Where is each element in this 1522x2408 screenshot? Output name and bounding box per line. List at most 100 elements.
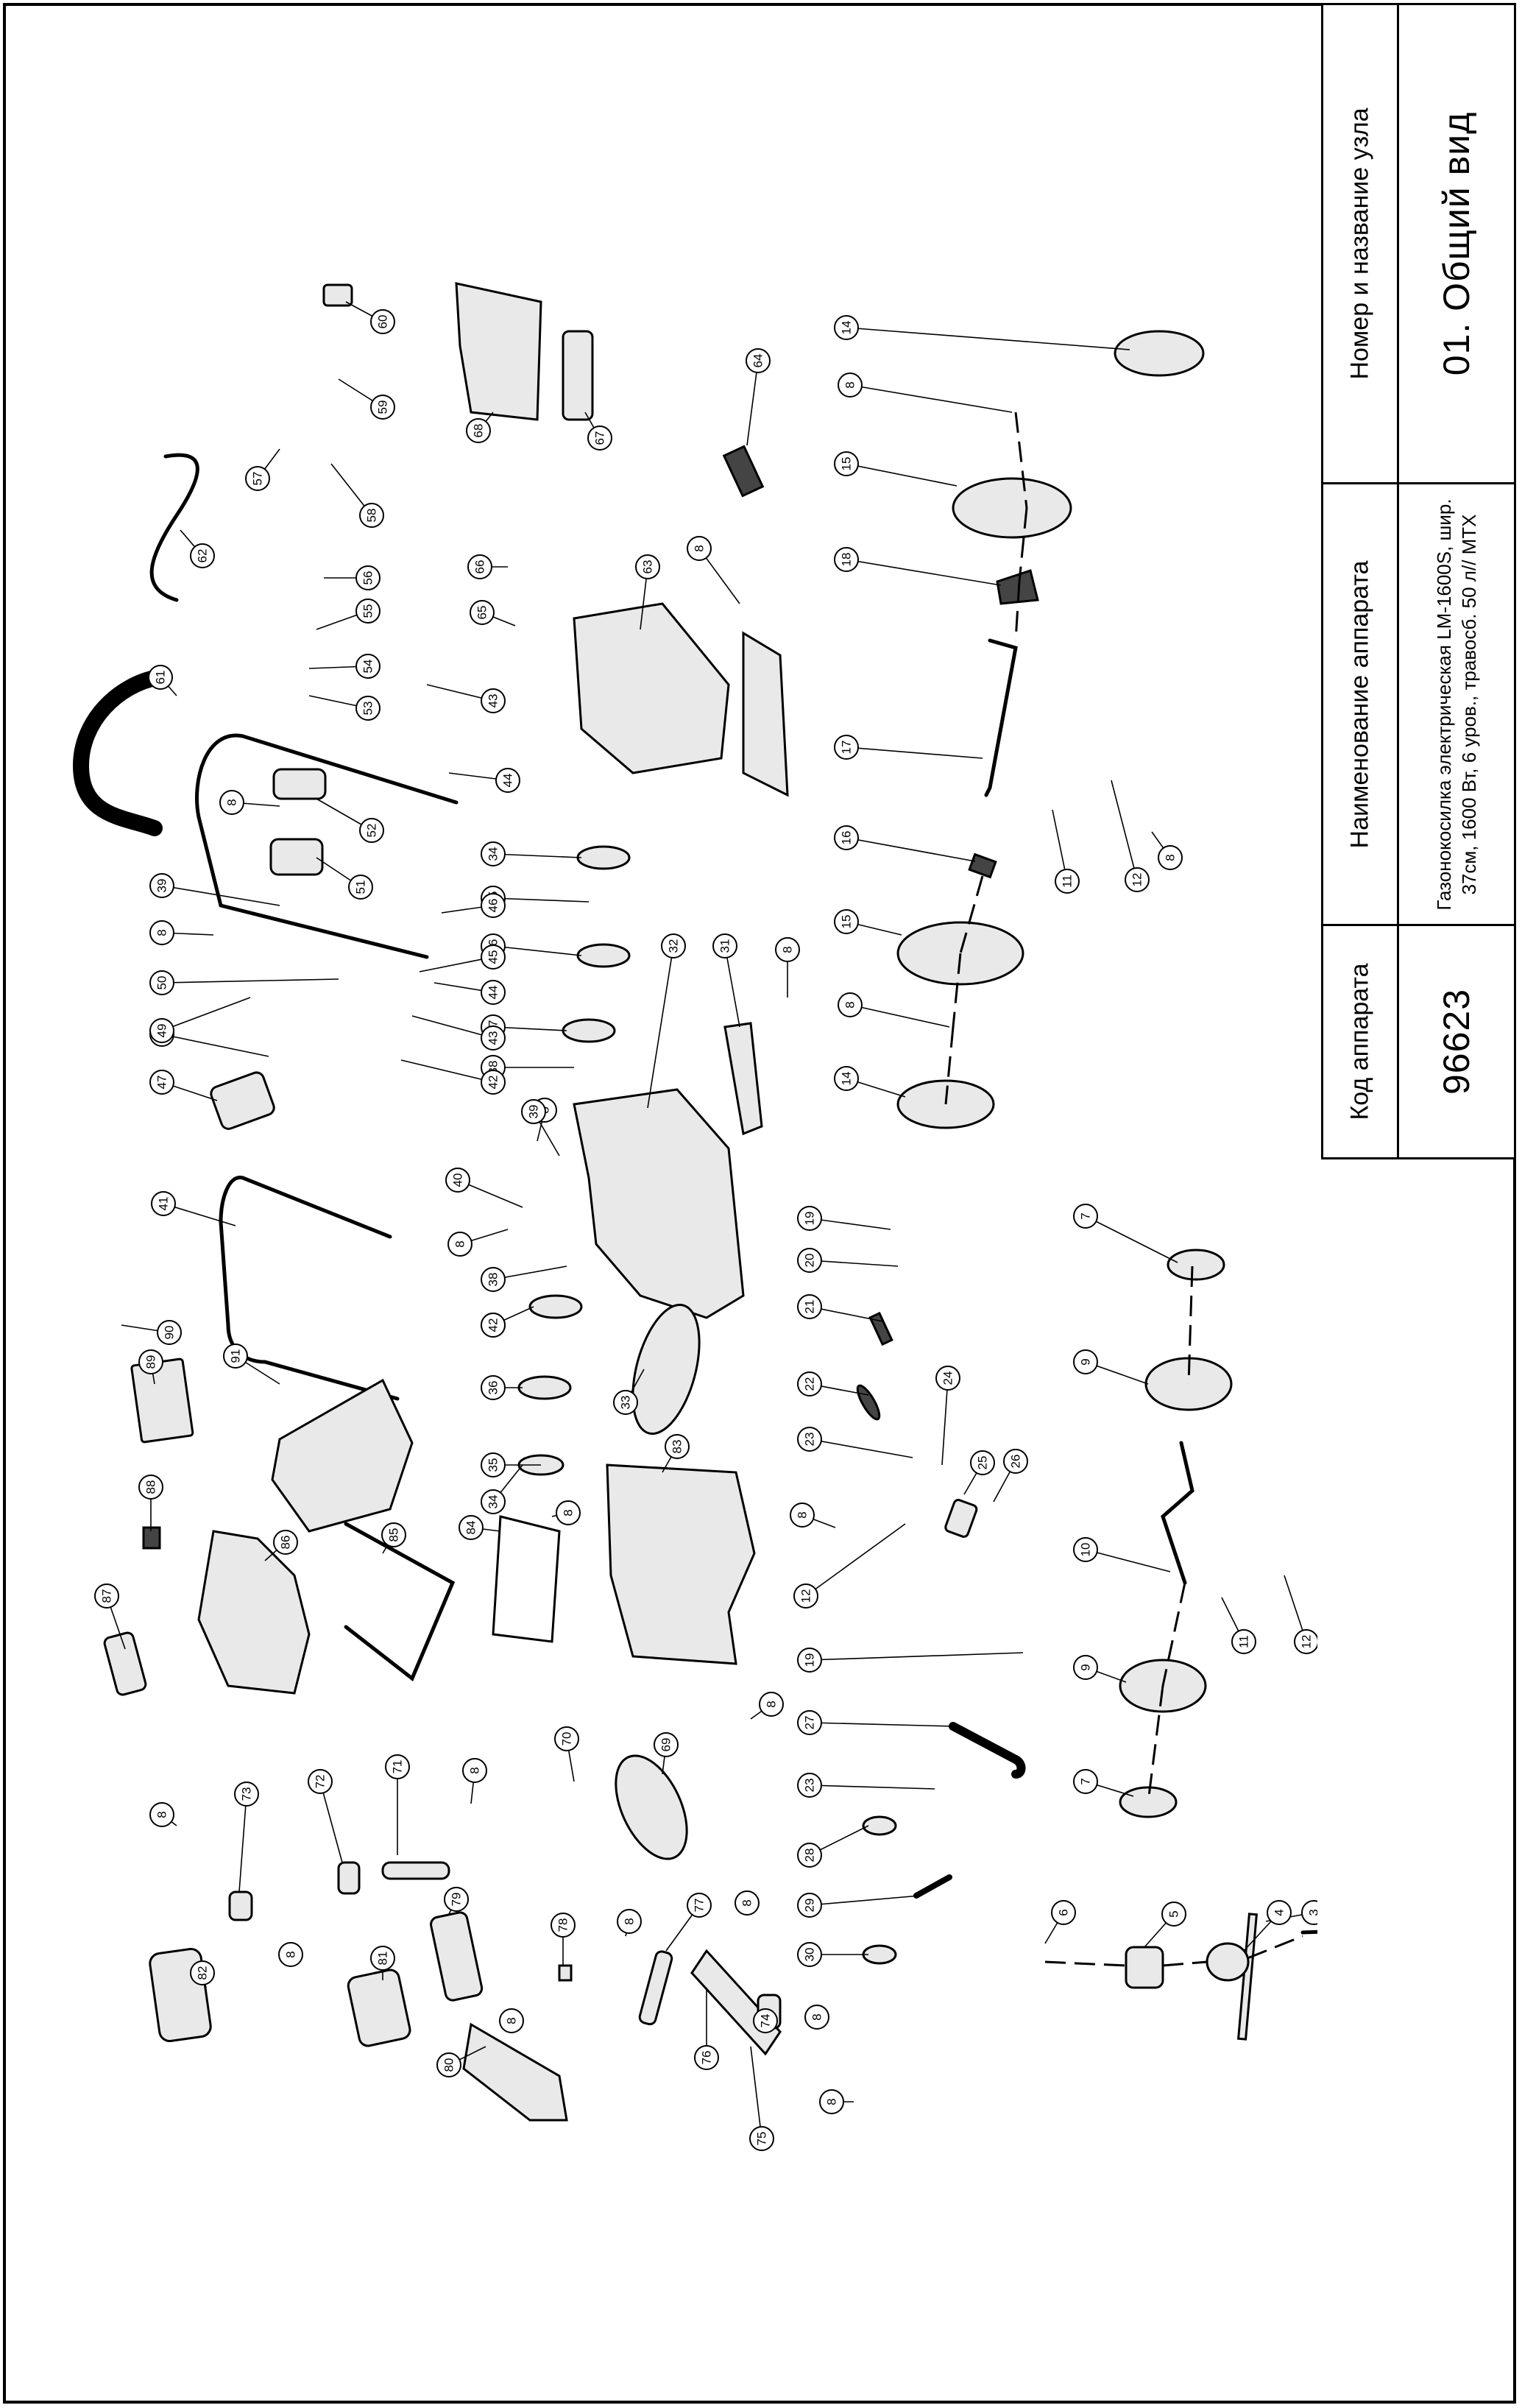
callout-27: 27 [797, 1710, 822, 1735]
callout-8: 8 [447, 1232, 472, 1257]
part-72-shape [337, 1861, 361, 1895]
callout-number: 53 [361, 702, 375, 716]
callout-circle [495, 768, 520, 793]
callout-8: 8 [775, 937, 800, 962]
callout-8: 8 [462, 1758, 487, 1783]
callout-number: 51 [354, 880, 368, 894]
callout-44: 44 [495, 768, 520, 793]
callout-6: 6 [1051, 1900, 1076, 1925]
callout-number: 16 [840, 831, 854, 845]
callout-number: 8 [740, 1899, 754, 1906]
callout-circle [797, 1294, 822, 1319]
callout-circle [149, 1018, 174, 1043]
callout-number: 8 [843, 381, 857, 388]
callout-11: 11 [1231, 1629, 1256, 1654]
callout-number: 59 [376, 400, 390, 414]
callout-circle [359, 818, 384, 843]
callout-circle [1051, 1900, 1076, 1925]
callout-number: 15 [840, 457, 854, 471]
callout-circle [481, 945, 506, 970]
callout-8: 8 [149, 920, 174, 945]
callout-33: 33 [613, 1390, 638, 1415]
part-47-shape [210, 1071, 275, 1130]
callout-number: 12 [799, 1589, 813, 1603]
front-wheel-axis [1147, 1265, 1194, 1803]
callout-circle [838, 992, 863, 1017]
callout-number: 7 [1079, 1212, 1093, 1219]
callout-59: 59 [370, 395, 395, 420]
callout-circle [790, 1503, 815, 1528]
part-79-shape [430, 1911, 484, 2002]
callout-circle [308, 1769, 333, 1794]
part-80-shape [462, 2022, 568, 2122]
callout-circle [481, 893, 506, 918]
part-25-shape [944, 1499, 978, 1538]
callout-number: 60 [376, 315, 390, 329]
callout-circle [1301, 1900, 1317, 1925]
callout-72: 72 [308, 1769, 333, 1794]
callout-circle [793, 1583, 818, 1609]
callout-circle [370, 309, 395, 334]
callout-number: 70 [560, 1732, 574, 1746]
callout-circle [551, 1913, 576, 1938]
callout-74: 74 [753, 2008, 778, 2033]
callout-circle [355, 696, 380, 721]
callout-8: 8 [219, 790, 244, 815]
callout-circle [797, 1371, 822, 1397]
callout-70: 70 [554, 1726, 579, 1751]
callout-8: 8 [838, 373, 863, 398]
callout-number: 19 [803, 1653, 817, 1667]
leader-line-23 [809, 1438, 913, 1458]
part-78-shape [558, 1964, 573, 1982]
callout-number: 90 [163, 1326, 177, 1340]
leader-line-8 [849, 1004, 950, 1028]
callout-71: 71 [385, 1754, 410, 1779]
part-81-shape [347, 1969, 411, 2047]
part-28-shape [862, 1815, 897, 1836]
leader-line-50 [161, 978, 339, 984]
callout-number: 83 [670, 1440, 684, 1454]
part-61-shape [72, 669, 166, 836]
callout-34: 34 [481, 841, 506, 866]
callout-number: 10 [1079, 1543, 1093, 1557]
callout-79: 79 [444, 1887, 469, 1912]
callout-circle [273, 1530, 298, 1555]
callout-54: 54 [355, 654, 380, 679]
callout-18: 18 [834, 547, 859, 572]
part-89-shape [130, 1357, 194, 1444]
callout-number: 72 [314, 1775, 328, 1789]
callout-39: 39 [149, 873, 174, 898]
callout-40: 40 [445, 1168, 470, 1193]
callout-circle [447, 1232, 472, 1257]
callout-number: 8 [453, 1240, 467, 1247]
callout-circle [819, 2089, 844, 2114]
callout-circle [797, 1893, 822, 1918]
callout-circle [712, 933, 737, 958]
callout-19: 19 [797, 1648, 822, 1673]
part-17-shape [984, 638, 1018, 797]
callout-8: 8 [790, 1503, 815, 1528]
callout-circle [355, 599, 380, 624]
callout-circle [370, 1946, 395, 1971]
leader-line-72 [319, 1781, 343, 1863]
node-value: 01. Общий вид [1436, 111, 1477, 376]
callout-57: 57 [245, 466, 270, 491]
callout-circle [149, 920, 174, 945]
part-33-shape [631, 1303, 701, 1436]
callout-number: 36 [486, 1381, 500, 1395]
callout-58: 58 [359, 503, 384, 528]
callout-19: 19 [797, 1206, 822, 1231]
callout-83: 83 [665, 1434, 690, 1459]
callout-circle [753, 2008, 778, 2033]
callout-circle [797, 1843, 822, 1868]
callout-number: 91 [229, 1349, 243, 1363]
callout-number: 17 [840, 741, 854, 755]
part-10-shape [1161, 1441, 1194, 1585]
callout-56: 56 [355, 565, 380, 590]
callout-number: 6 [1057, 1909, 1071, 1916]
callout-circle [1125, 867, 1150, 892]
callout-number: 8 [843, 1001, 857, 1008]
callout-circle [654, 1732, 679, 1757]
part-21-shape [868, 1311, 893, 1346]
callout-number: 67 [593, 431, 607, 445]
